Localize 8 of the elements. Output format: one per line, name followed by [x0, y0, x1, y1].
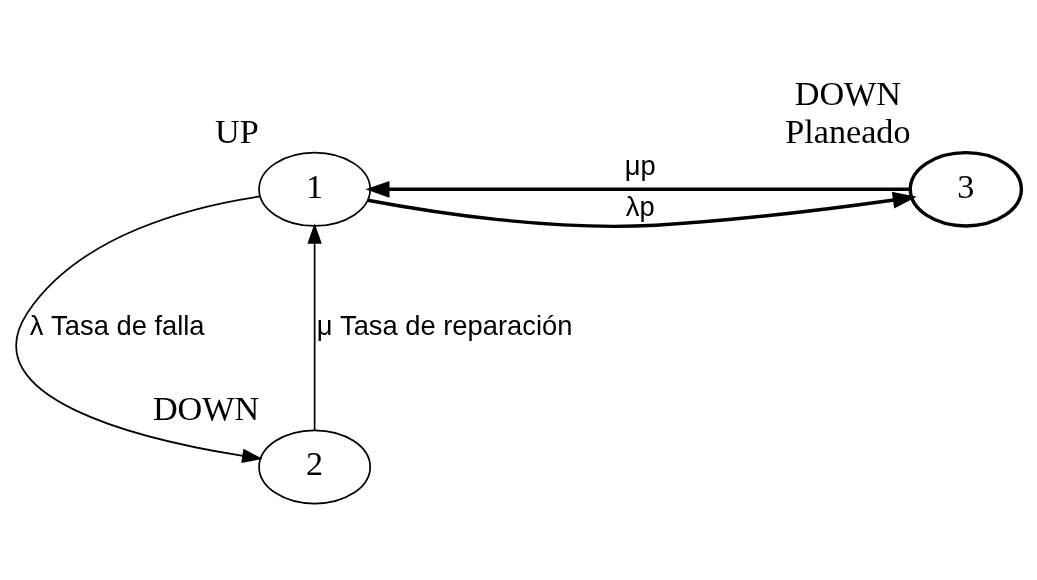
node-label: Planeado	[785, 112, 911, 150]
node-label: DOWN	[794, 74, 902, 112]
edge-label: λp	[625, 190, 655, 222]
edge-label: μ Tasa de reparación	[316, 309, 573, 341]
node-label: UP	[215, 112, 259, 150]
node-label: DOWN	[152, 389, 260, 427]
edge-label: μp	[624, 149, 656, 181]
edge-label: λ Tasa de falla	[29, 309, 205, 341]
